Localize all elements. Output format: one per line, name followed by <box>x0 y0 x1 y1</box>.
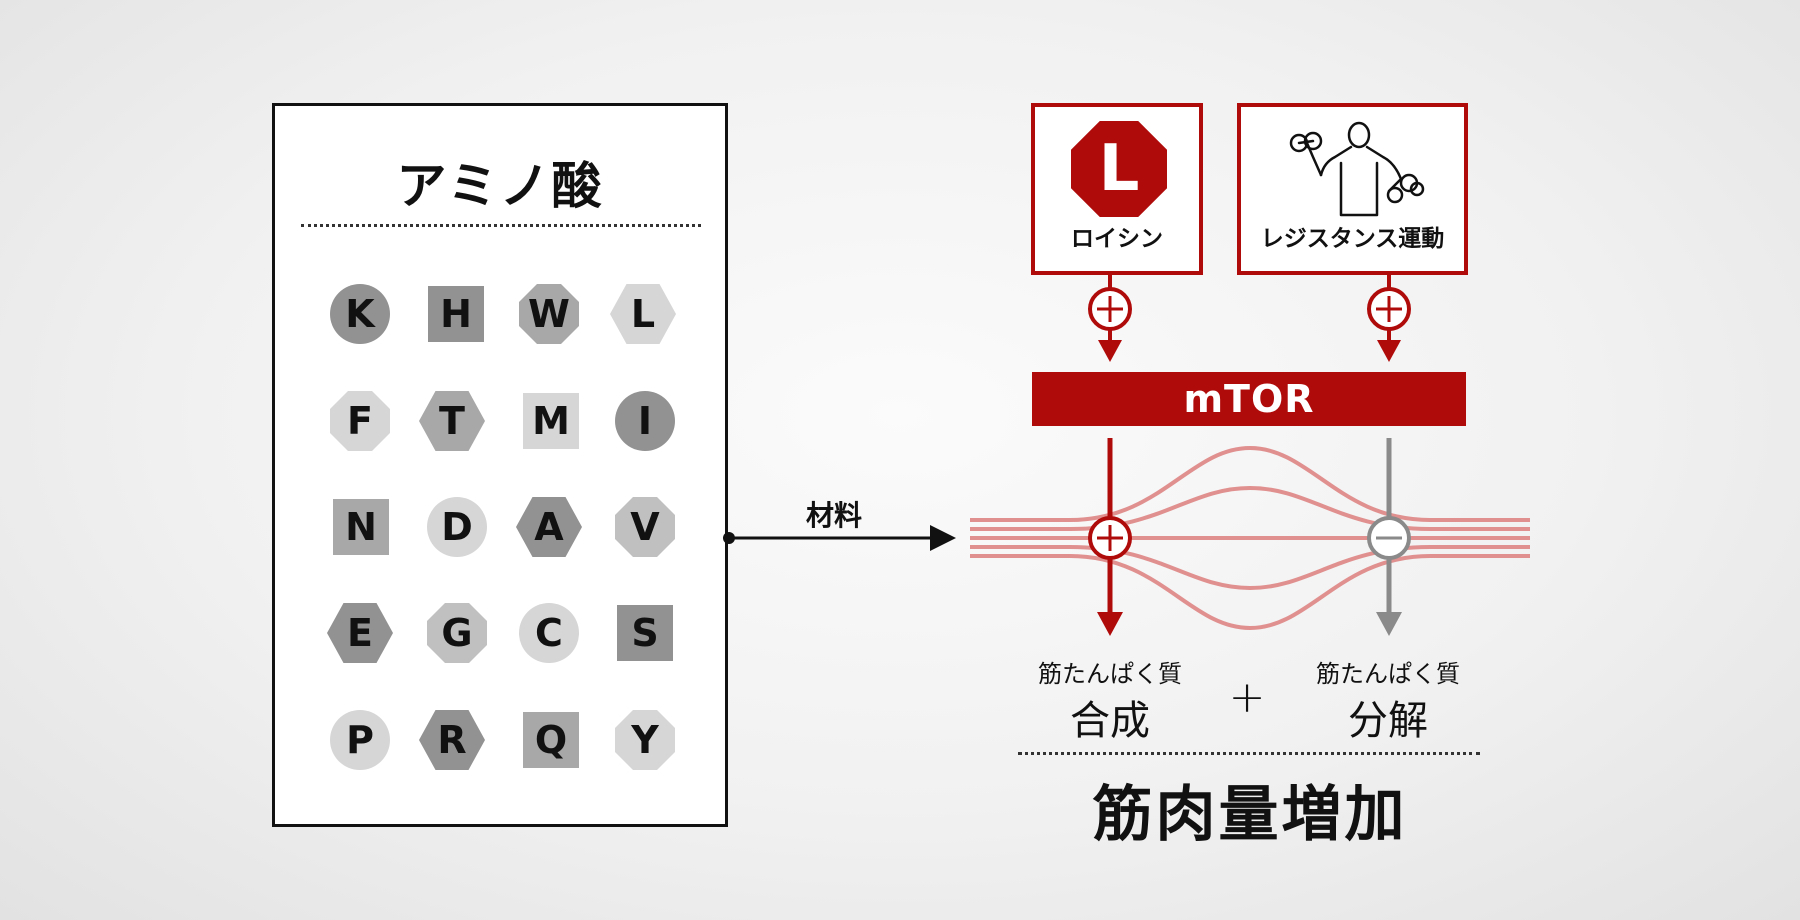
mtor-breakdown-arrow <box>1367 438 1411 636</box>
amino-letter: M <box>523 393 579 449</box>
amino-letter: H <box>428 286 484 342</box>
breakdown-sublabel: 筋たんぱく質 <box>1316 660 1460 688</box>
result-divider <box>1018 752 1480 755</box>
leucine-box: L ロイシン <box>1031 103 1203 275</box>
resistance-exercise-label: レジスタンス運動 <box>1260 226 1445 252</box>
amino-letter: W <box>519 284 579 344</box>
amino-acid-panel: アミノ酸 K H W L F T M I N D A V E G C S P R… <box>272 103 728 827</box>
amino-letter: T <box>419 391 485 451</box>
amino-letter: Y <box>615 710 675 770</box>
material-arrow <box>723 525 956 551</box>
leucine-octagon-icon: L <box>1071 121 1167 217</box>
material-label: 材料 <box>806 499 863 532</box>
synthesis-sublabel: 筋たんぱく質 <box>1038 660 1182 688</box>
amino-letter: S <box>617 605 673 661</box>
dumbbell-person-icon <box>1289 121 1425 217</box>
amino-letter: C <box>519 603 579 663</box>
amino-letter: D <box>427 497 487 557</box>
muscle-fiber-lines <box>970 445 1530 631</box>
amino-letter: K <box>330 284 390 344</box>
resistance-exercise-box: レジスタンス運動 <box>1237 103 1468 275</box>
amino-letter: E <box>327 603 393 663</box>
breakdown-label: 分解 <box>1348 698 1428 744</box>
result-label: 筋肉量増加 <box>1092 780 1408 850</box>
mtor-bar: mTOR <box>1032 372 1466 426</box>
leucine-label: ロイシン <box>1071 226 1163 252</box>
synthesis-label: 合成 <box>1070 698 1150 744</box>
amino-letter: V <box>615 497 675 557</box>
amino-letter: I <box>615 391 675 451</box>
amino-letter: F <box>330 391 390 451</box>
amino-letter: G <box>427 603 487 663</box>
exercise-to-mtor-arrow <box>1367 275 1411 362</box>
leucine-to-mtor-arrow <box>1088 275 1132 362</box>
amino-letter: L <box>610 284 676 344</box>
plus-sign: + <box>1228 672 1266 723</box>
amino-letter: Q <box>523 712 579 768</box>
amino-acid-title: アミノ酸 <box>396 157 604 215</box>
amino-divider <box>301 224 701 227</box>
mtor-synthesis-arrow <box>1088 438 1132 636</box>
amino-letter: A <box>516 497 582 557</box>
amino-letter: P <box>330 710 390 770</box>
amino-letter: R <box>419 710 485 770</box>
amino-letter: N <box>333 499 389 555</box>
